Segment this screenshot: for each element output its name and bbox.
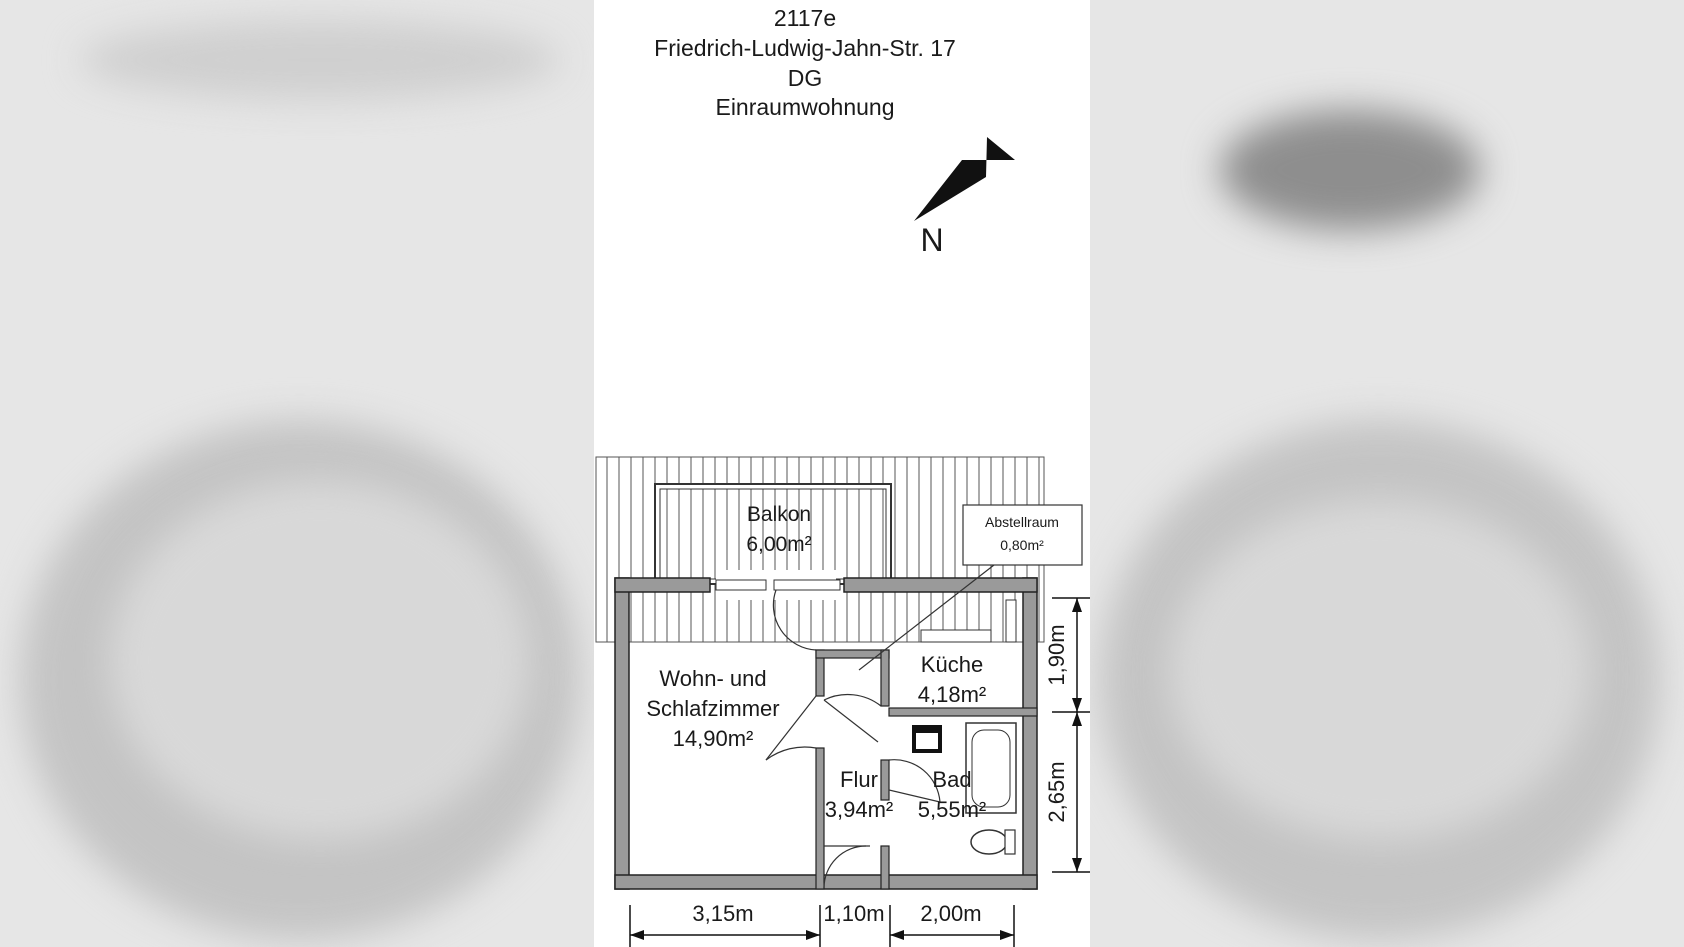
address: Friedrich-Ludwig-Jahn-Str. 17: [654, 35, 956, 61]
abstellraum-area: 0,80m²: [1000, 537, 1044, 553]
flur-area: 3,94m²: [825, 797, 893, 822]
kitchen-unit: [1005, 599, 1017, 643]
wohn-area: 14,90m²: [673, 726, 754, 751]
balcony-doors: [715, 579, 841, 651]
sink-icon: [912, 725, 942, 753]
balkon-label: Balkon: [747, 503, 811, 526]
dimension-right-1: 1,90m: [1044, 624, 1069, 685]
interior-walls: [815, 649, 1038, 890]
bad-area: 5,55m²: [918, 797, 986, 822]
dimension-bottom-3: 2,00m: [920, 901, 981, 926]
wohn-label-line2: Schlafzimmer: [646, 696, 779, 721]
wohn-label-line1: Wohn- und: [659, 666, 766, 691]
balkon-area: 6,00m²: [746, 533, 811, 556]
abstellraum-label: Abstellraum: [985, 514, 1059, 530]
north-label: N: [920, 222, 943, 258]
bathtub: [965, 722, 1017, 814]
dimension-right-2: 2,65m: [1044, 761, 1069, 822]
kueche-label: Küche: [921, 652, 983, 677]
object-id: 2117e: [774, 5, 836, 31]
blurred-background-right: [1090, 0, 1684, 947]
bottom-dimension-lines: [629, 905, 1015, 947]
abstellraum-callout: [858, 504, 1083, 671]
flur-label: Flur: [840, 767, 878, 792]
floor-label: DG: [788, 65, 823, 91]
toilet-icon: [970, 829, 1016, 855]
doors: [765, 693, 941, 889]
right-dimension-lines: [1052, 597, 1090, 873]
kitchen-counter: [920, 629, 992, 643]
blurred-background-left: [0, 0, 594, 947]
dimension-bottom-2: 1,10m: [823, 901, 884, 926]
floor-plan-panel: 2117e Friedrich-Ludwig-Jahn-Str. 17 DG E…: [594, 0, 1090, 947]
apartment-type: Einraumwohnung: [715, 94, 894, 120]
north-arrow-icon: [914, 137, 1015, 221]
bad-label: Bad: [932, 767, 971, 792]
kueche-area: 4,18m²: [918, 682, 986, 707]
dimension-bottom-1: 3,15m: [692, 901, 753, 926]
floor-plan: 2117e Friedrich-Ludwig-Jahn-Str. 17 DG E…: [595, 5, 1090, 947]
